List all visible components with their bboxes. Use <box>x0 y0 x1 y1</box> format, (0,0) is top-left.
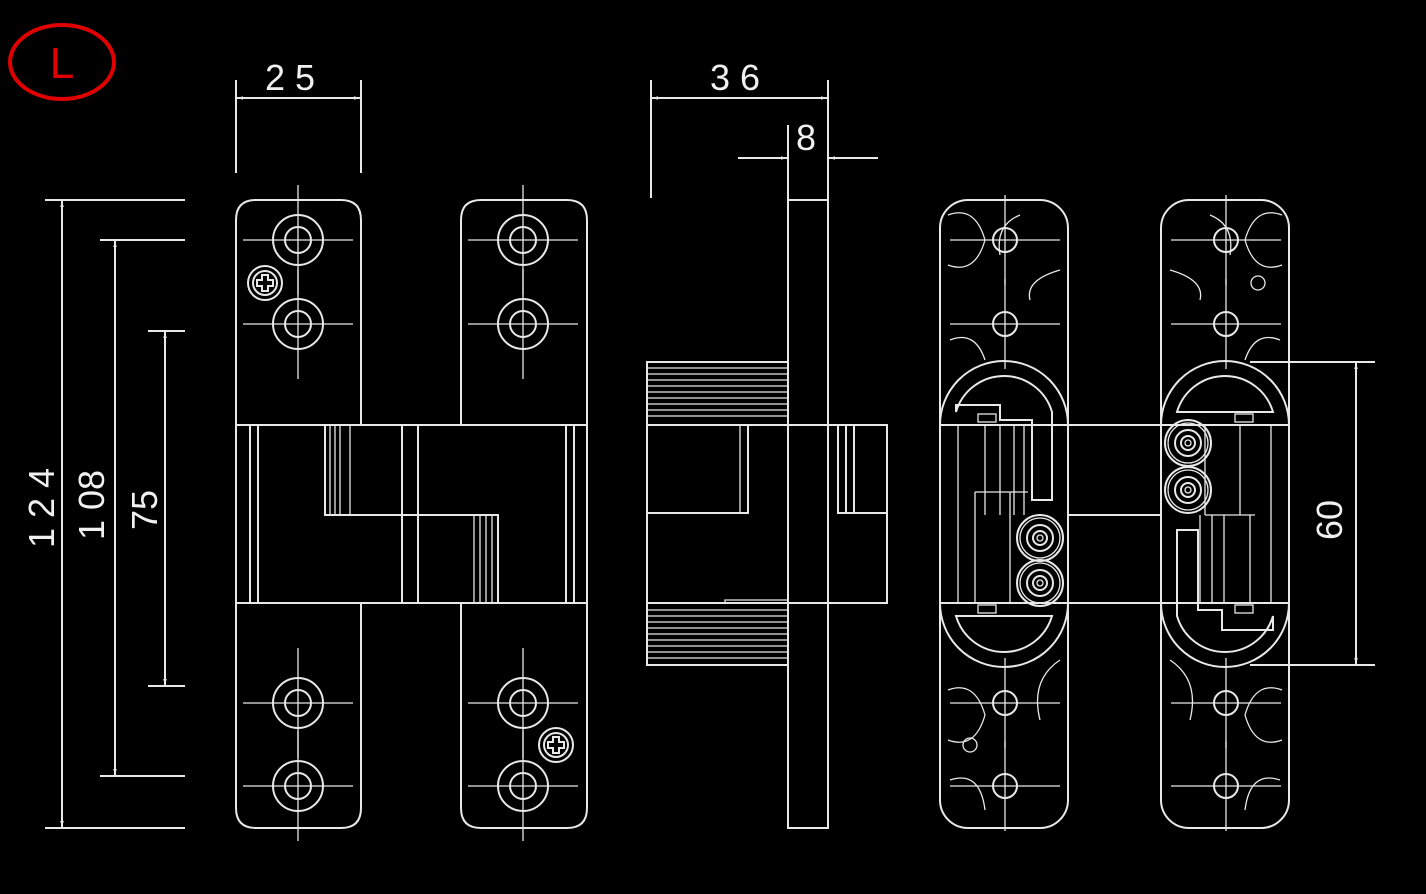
side-label-badge: L <box>8 23 116 101</box>
dimension-depth-total: 3 6 <box>650 57 829 200</box>
back-view <box>938 194 1291 832</box>
dimension-height-total: 1 2 4 <box>21 199 185 829</box>
roller-icon <box>1164 466 1212 514</box>
dimension-hole-spacing-outer: 1 08 <box>71 239 185 777</box>
side-view <box>646 199 888 829</box>
roller-icon <box>1016 559 1064 607</box>
roller-icon <box>1016 514 1064 562</box>
roller-icon <box>1164 419 1212 467</box>
svg-text:8: 8 <box>796 117 816 158</box>
screw-icon <box>538 727 574 763</box>
dimension-plate-thickness: 8 <box>738 117 878 200</box>
dimension-width-leaf: 2 5 <box>235 57 362 173</box>
front-view <box>235 184 588 842</box>
svg-text:1 2 4: 1 2 4 <box>21 468 62 548</box>
dimension-body-height: 60 <box>1250 361 1375 666</box>
svg-text:1 08: 1 08 <box>71 470 112 540</box>
svg-text:60: 60 <box>1309 500 1350 540</box>
screw-icon <box>247 265 283 301</box>
svg-text:2 5: 2 5 <box>265 57 315 98</box>
svg-text:3 6: 3 6 <box>710 57 760 98</box>
dimension-hole-spacing-inner: 75 <box>124 330 185 687</box>
svg-text:75: 75 <box>124 490 165 530</box>
side-label-text: L <box>50 39 74 88</box>
